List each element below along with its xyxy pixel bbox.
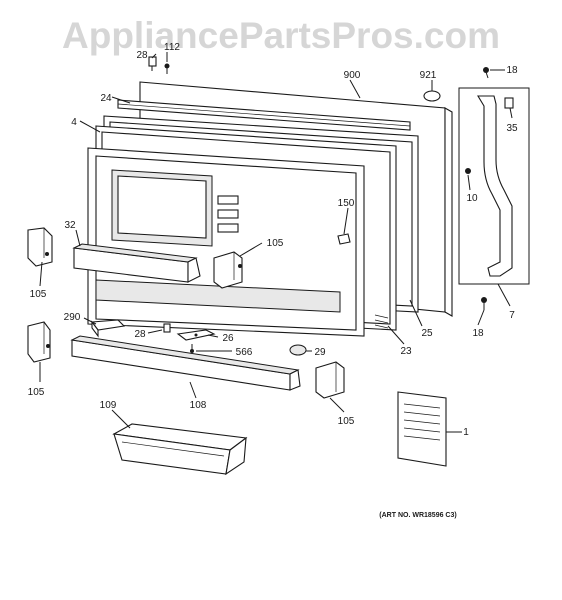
shelf-bracket-left-bottom <box>27 321 51 363</box>
callout-24: 24 <box>100 93 112 104</box>
shelf-bracket-left-top <box>27 227 53 267</box>
callout-921: 921 <box>420 70 437 81</box>
plug-150 <box>337 233 351 245</box>
bumper-29 <box>289 344 307 356</box>
pad-290 <box>90 319 126 338</box>
callout-4: 4 <box>71 117 77 128</box>
door-liner <box>87 147 365 337</box>
callout-26: 26 <box>222 333 234 344</box>
screw-18-top <box>483 67 489 79</box>
callout-25: 25 <box>421 328 433 339</box>
callout-105-left-bottom: 105 <box>28 387 45 398</box>
callout-112: 112 <box>164 42 180 53</box>
callout-32: 32 <box>64 220 76 231</box>
callout-7: 7 <box>509 310 515 321</box>
callout-105-mid: 105 <box>267 238 284 249</box>
callout-566: 566 <box>236 347 253 358</box>
callout-28-mid: 28 <box>134 329 146 340</box>
callout-10: 10 <box>466 193 478 204</box>
screw-28-mid <box>163 323 171 333</box>
screw-28-top <box>148 56 157 71</box>
callout-18-bottom: 18 <box>472 328 484 339</box>
door-bin <box>112 423 248 476</box>
plug-921 <box>423 90 441 102</box>
callout-29: 29 <box>314 347 326 358</box>
callout-105-right-bottom: 105 <box>338 416 355 427</box>
handle-kit-frame <box>458 87 530 285</box>
callout-290: 290 <box>64 312 81 323</box>
handle-cap-35 <box>504 97 514 109</box>
handle-screw-10 <box>465 168 471 174</box>
callout-109: 109 <box>100 400 117 411</box>
screw-18-bottom <box>481 297 487 310</box>
door-trim-strip <box>117 99 411 131</box>
art-number: (ART NO. WR18596 C3) <box>379 512 456 519</box>
callout-18-top: 18 <box>506 65 518 76</box>
literature-manual <box>397 391 447 467</box>
callout-23: 23 <box>400 346 412 357</box>
callout-28-top: 28 <box>136 50 148 61</box>
callout-108: 108 <box>190 400 207 411</box>
callout-35: 35 <box>506 123 518 134</box>
callout-900: 900 <box>344 70 361 81</box>
callout-labels: 28 112 900 921 18 24 4 35 10 150 32 105 … <box>28 42 518 438</box>
callout-105-left-top: 105 <box>30 289 47 300</box>
screw-566 <box>190 344 194 353</box>
leader-lines <box>39 52 513 433</box>
callout-1: 1 <box>463 427 469 438</box>
screw-112 <box>164 63 170 74</box>
shelf-bracket-right-bottom <box>315 361 345 399</box>
callout-150: 150 <box>338 198 355 209</box>
hinge-plate-26 <box>176 329 216 341</box>
door-handle <box>477 95 513 277</box>
shelf-bracket-right-mid <box>213 251 243 289</box>
door-shelf-bottom <box>70 335 301 391</box>
watermark: AppliancePartsPros.com <box>62 15 500 56</box>
